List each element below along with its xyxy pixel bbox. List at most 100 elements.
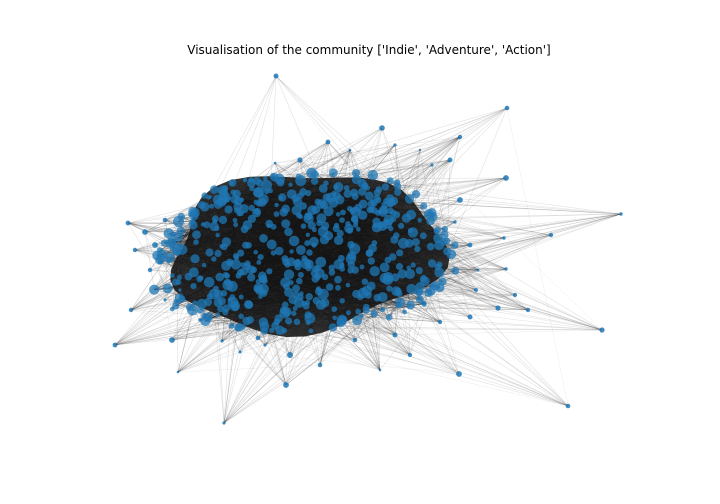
graph-edge xyxy=(394,305,399,336)
graph-node xyxy=(357,178,367,188)
graph-node xyxy=(200,316,211,327)
graph-node xyxy=(328,269,336,276)
graph-node xyxy=(404,194,415,204)
graph-node xyxy=(361,278,369,286)
graph-node xyxy=(228,322,235,329)
graph-edge xyxy=(444,228,516,296)
graph-node xyxy=(377,221,388,232)
graph-edge xyxy=(265,141,329,179)
graph-node xyxy=(347,261,355,269)
graph-edge xyxy=(340,322,411,356)
graph-node xyxy=(269,327,275,333)
graph-edge xyxy=(299,136,461,161)
graph-node xyxy=(307,221,316,230)
graph-node xyxy=(343,189,352,198)
graph-node xyxy=(208,195,212,199)
graph-edge xyxy=(443,241,516,296)
graph-edge xyxy=(223,305,399,424)
graph-node xyxy=(175,242,182,249)
graph-node xyxy=(318,184,328,193)
graph-node xyxy=(411,238,420,247)
graph-edge xyxy=(446,251,529,311)
graph-node xyxy=(270,250,277,256)
graph-node xyxy=(305,320,311,326)
graph-node xyxy=(284,227,293,237)
graph-node xyxy=(222,187,228,193)
graph-node xyxy=(170,273,175,278)
graph-node xyxy=(352,315,363,326)
graph-node xyxy=(451,241,459,249)
graph-node xyxy=(228,180,234,186)
graph-node xyxy=(394,188,402,196)
graph-node xyxy=(234,324,242,332)
graph-node xyxy=(200,202,210,212)
graph-node xyxy=(371,240,378,246)
graph-edge xyxy=(381,127,398,183)
graph-edge xyxy=(431,164,603,331)
graph-node xyxy=(172,278,180,286)
graph-node xyxy=(333,222,340,228)
graph-edge xyxy=(428,292,441,323)
graph-node xyxy=(358,187,367,196)
graph-node xyxy=(173,216,184,227)
graph-node xyxy=(201,313,208,319)
graph-node xyxy=(266,239,277,250)
graph-node xyxy=(457,134,463,140)
graph-edge xyxy=(409,285,436,356)
graph-node xyxy=(242,177,248,183)
graph-node xyxy=(292,291,300,299)
graph-edge xyxy=(221,337,259,342)
graph-node xyxy=(418,148,422,152)
graph-node xyxy=(247,214,256,223)
graph-node xyxy=(294,258,301,265)
graph-node xyxy=(467,314,473,320)
graph-node xyxy=(317,362,323,368)
graph-node xyxy=(406,283,417,295)
graph-node xyxy=(362,303,370,311)
graph-node xyxy=(441,226,448,233)
graph-node xyxy=(451,267,460,275)
graph-node xyxy=(196,306,204,314)
graph-node xyxy=(205,248,214,257)
graph-node xyxy=(215,233,220,238)
graph-edge xyxy=(428,159,451,215)
graph-edge xyxy=(130,309,259,339)
graph-node xyxy=(257,254,264,261)
graph-node xyxy=(388,226,394,232)
graph-node xyxy=(306,167,317,179)
graph-node xyxy=(188,213,192,217)
graph-node xyxy=(437,319,443,325)
graph-node xyxy=(391,286,402,296)
graph-edge xyxy=(231,325,287,386)
graph-node xyxy=(253,186,265,198)
graph-node xyxy=(370,309,379,318)
graph-node xyxy=(294,263,302,271)
graph-node xyxy=(348,148,352,152)
graph-node xyxy=(160,239,168,247)
graph-node xyxy=(283,269,295,280)
graph-node xyxy=(252,176,261,185)
graph-node xyxy=(390,235,399,244)
graph-node xyxy=(310,177,319,185)
graph-node xyxy=(215,272,224,282)
graph-node xyxy=(599,327,605,333)
graph-node xyxy=(565,403,571,409)
graph-node xyxy=(223,191,229,197)
graph-node xyxy=(379,125,385,131)
graph-node xyxy=(125,220,131,226)
graph-node xyxy=(270,223,277,230)
chart-title: Visualisation of the community ['Indie',… xyxy=(187,43,550,57)
graph-node xyxy=(305,293,313,301)
graph-edge xyxy=(340,322,569,407)
graph-node xyxy=(347,267,354,274)
graph-node xyxy=(253,199,259,205)
graph-node xyxy=(211,256,217,262)
graph-node xyxy=(243,300,253,309)
graph-node xyxy=(237,249,245,257)
graph-node xyxy=(312,227,317,233)
graph-node xyxy=(190,254,200,264)
graph-node xyxy=(364,191,374,201)
graph-node xyxy=(407,228,413,234)
graph-node xyxy=(352,337,358,343)
graph-node xyxy=(337,254,345,262)
